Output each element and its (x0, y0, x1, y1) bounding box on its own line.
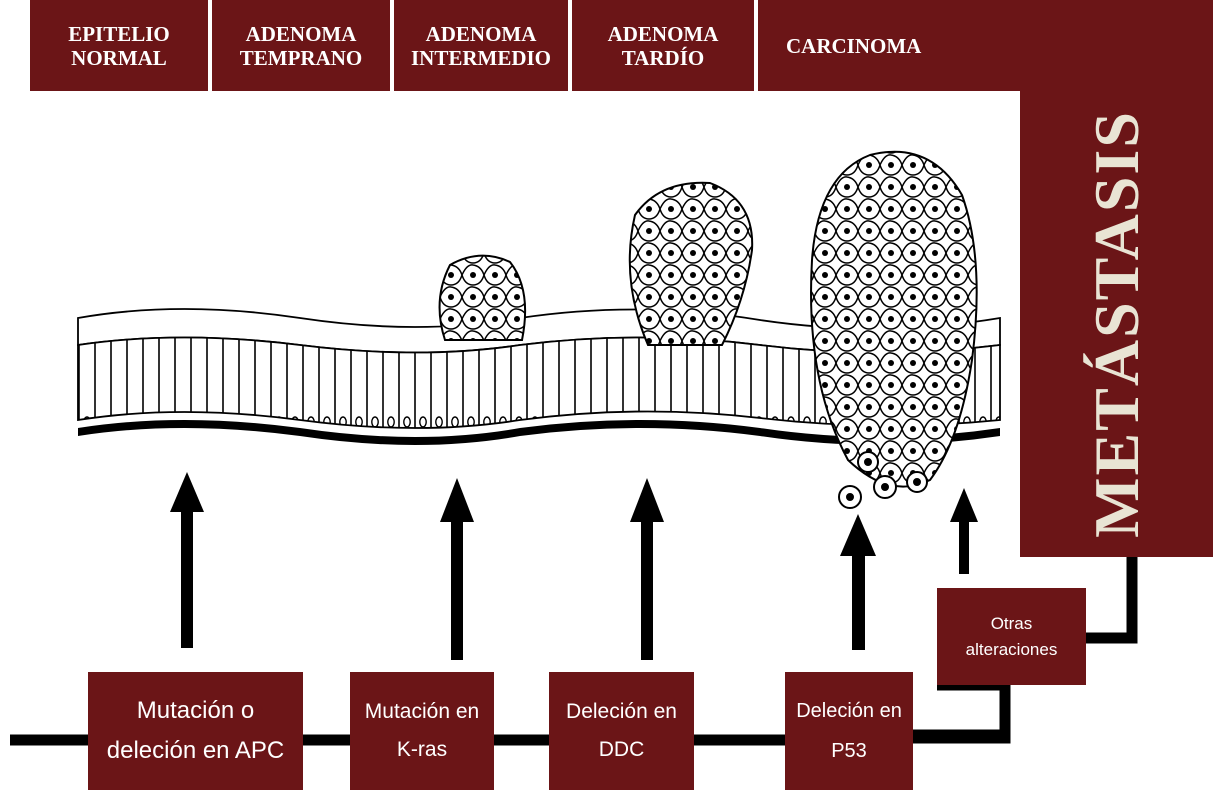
event-p53: Deleción en P53 (785, 672, 913, 790)
event-apc: Mutación o deleción en APC (88, 672, 303, 790)
arrow-p53 (840, 514, 876, 650)
adenoma-small-polyp (440, 256, 526, 340)
event-ddc: Deleción en DDC (549, 672, 694, 790)
arrow-ddc (630, 478, 664, 660)
arrow-kras (440, 478, 474, 660)
adenoma-large-polyp (630, 183, 752, 345)
event-otras: Otras alteraciones (937, 588, 1086, 685)
event-kras: Mutación en K-ras (350, 672, 494, 790)
carcinoma-mass (811, 152, 977, 487)
arrow-otras (950, 488, 978, 574)
arrow-apc (170, 472, 204, 648)
